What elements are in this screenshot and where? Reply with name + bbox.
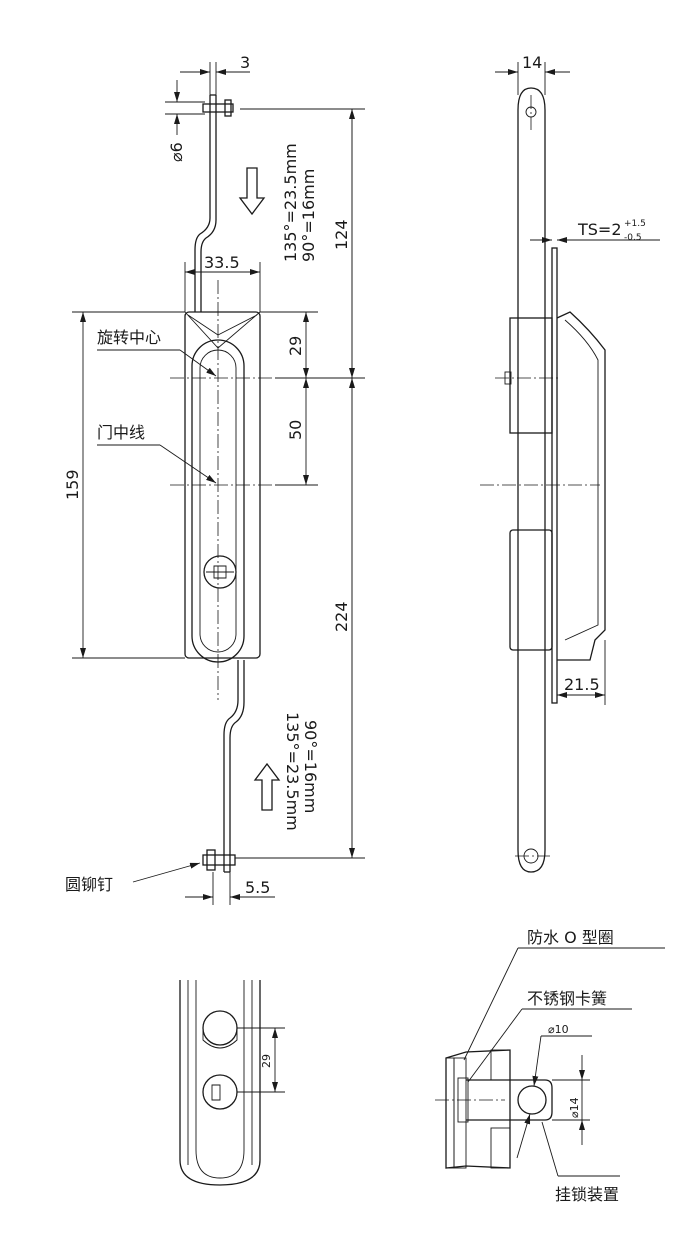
detail-handle-top: 29 — [179, 980, 285, 1186]
detail-dim-29: 29 — [260, 1054, 273, 1068]
padlock-shackle-hole — [517, 1085, 547, 1115]
ts-tolerance-upper: +1.5 — [624, 219, 646, 229]
dim-width: 33.5 — [204, 253, 240, 272]
detail-padlock-section: 防水 O 型圈 不锈钢卡簧 ⌀10 ⌀14 挂锁装置 — [435, 928, 665, 1204]
up-arrow-icon — [253, 762, 281, 811]
ts-tolerance-lower: -0.5 — [624, 233, 642, 243]
label-rotation-center: 旋转中心 — [97, 328, 161, 347]
dim-diameter-14: ⌀14 — [568, 1097, 581, 1118]
dim-rivet-diameter: ⌀6 — [167, 142, 186, 162]
rod-side — [517, 87, 546, 873]
dim-50: 50 — [286, 420, 305, 440]
top-rivet — [202, 103, 234, 113]
dim-diameter-10: ⌀10 — [548, 1023, 569, 1036]
label-padlock-device: 挂锁装置 — [555, 1185, 619, 1204]
side-view: 14 TS=2 +1.5 -0.5 21.5 — [480, 53, 660, 873]
dim-rod-thickness: 3 — [240, 53, 250, 72]
label-rivet: 圆铆钉 — [65, 875, 113, 894]
bottom-rivet — [202, 854, 236, 866]
travel-bottom-135: 135°=23.5mm — [283, 712, 302, 831]
dim-14: 14 — [522, 53, 542, 72]
dim-224: 224 — [332, 601, 351, 632]
dim-29: 29 — [286, 336, 305, 356]
label-stainless-circlip: 不锈钢卡簧 — [527, 989, 607, 1008]
padlock-hole — [202, 1010, 238, 1046]
travel-top-135: 135°=23.5mm — [281, 143, 300, 262]
front-view: 3 ⌀6 135°=23.5mm 90°=16mm 90°=16mm 135°=… — [63, 53, 365, 905]
down-arrow-icon — [238, 167, 266, 216]
label-waterproof-oring: 防水 O 型圈 — [527, 928, 614, 947]
travel-bottom-90: 90°=16mm — [301, 720, 320, 813]
lock-cylinder — [203, 555, 237, 589]
dim-5-5: 5.5 — [245, 878, 270, 897]
dim-21-5: 21.5 — [564, 675, 600, 694]
dim-159: 159 — [63, 469, 82, 500]
ts-label: TS=2 — [577, 220, 622, 239]
dim-124: 124 — [332, 219, 351, 250]
travel-top-90: 90°=16mm — [299, 169, 318, 262]
label-door-centerline: 门中线 — [97, 423, 145, 442]
